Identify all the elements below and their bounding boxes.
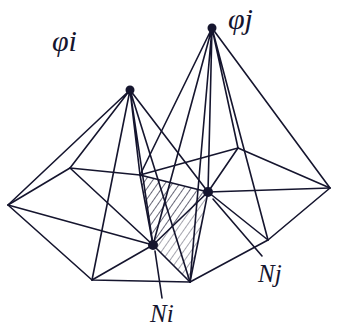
node-label: Nj <box>258 260 282 288</box>
apex-dot <box>208 24 217 33</box>
label-slot: φi <box>52 24 77 57</box>
label-slot: Ni <box>150 300 174 328</box>
pyramid-phi-j <box>140 28 330 282</box>
node-dot <box>203 187 213 197</box>
label-slot: φj <box>228 2 253 35</box>
label-slot: Nj <box>258 260 282 288</box>
node-dot <box>148 240 158 250</box>
leader-line <box>155 251 162 298</box>
apex-dot <box>126 86 135 95</box>
pyramid-phi-i <box>8 90 208 282</box>
leader-line <box>213 199 262 256</box>
function-label: φi <box>52 24 77 57</box>
function-label: φj <box>228 2 253 35</box>
node-label: Ni <box>150 300 174 328</box>
